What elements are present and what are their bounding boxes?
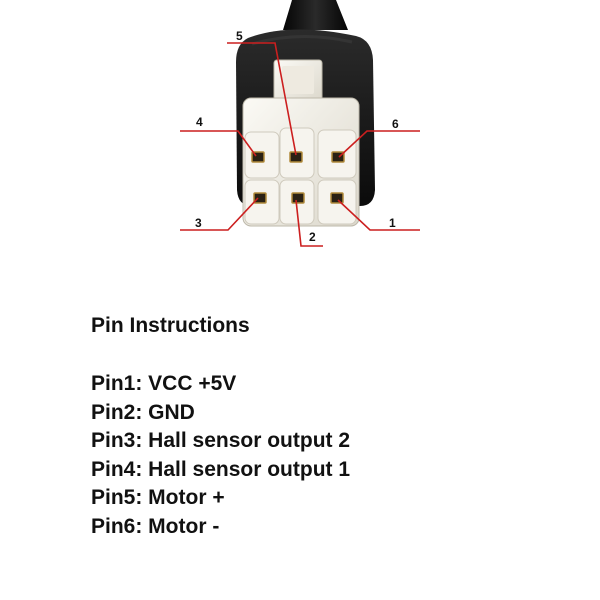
instructions-title: Pin Instructions <box>91 314 250 337</box>
instruction-pin1: Pin1: VCC +5V <box>91 372 237 395</box>
pin-instructions: Pin Instructions Pin1: VCC +5V Pin2: GND… <box>91 312 350 541</box>
pin-label-6: 6 <box>392 117 399 131</box>
leader-line-4 <box>180 130 257 157</box>
pin-label-5: 5 <box>236 29 243 43</box>
leader-lines <box>180 42 420 247</box>
terminal-2 <box>291 192 305 204</box>
instruction-pin4: Pin4: Hall sensor output 1 <box>91 457 351 481</box>
pin-label-2: 2 <box>309 230 316 244</box>
leader-line-5 <box>227 42 297 156</box>
terminal-3 <box>253 192 267 204</box>
pin-label-1: 1 <box>389 216 396 230</box>
leader-line-6 <box>338 130 420 158</box>
terminal-1 <box>330 192 344 204</box>
instruction-pin6: Pin6: Motor - <box>91 514 220 538</box>
instruction-pin5: Pin5: Motor + <box>91 486 225 509</box>
leader-line-3 <box>180 197 259 231</box>
pin-label-4: 4 <box>196 115 203 129</box>
leader-line-1 <box>337 199 420 231</box>
connector-diagram: 5 4 6 3 1 2 <box>180 0 420 247</box>
pin-label-3: 3 <box>195 216 202 230</box>
cable <box>283 0 348 30</box>
instruction-pin3: Pin3: Hall sensor output 2 <box>91 429 351 452</box>
instruction-pin2: Pin2: GND <box>91 400 195 424</box>
leader-line-2 <box>295 199 323 247</box>
